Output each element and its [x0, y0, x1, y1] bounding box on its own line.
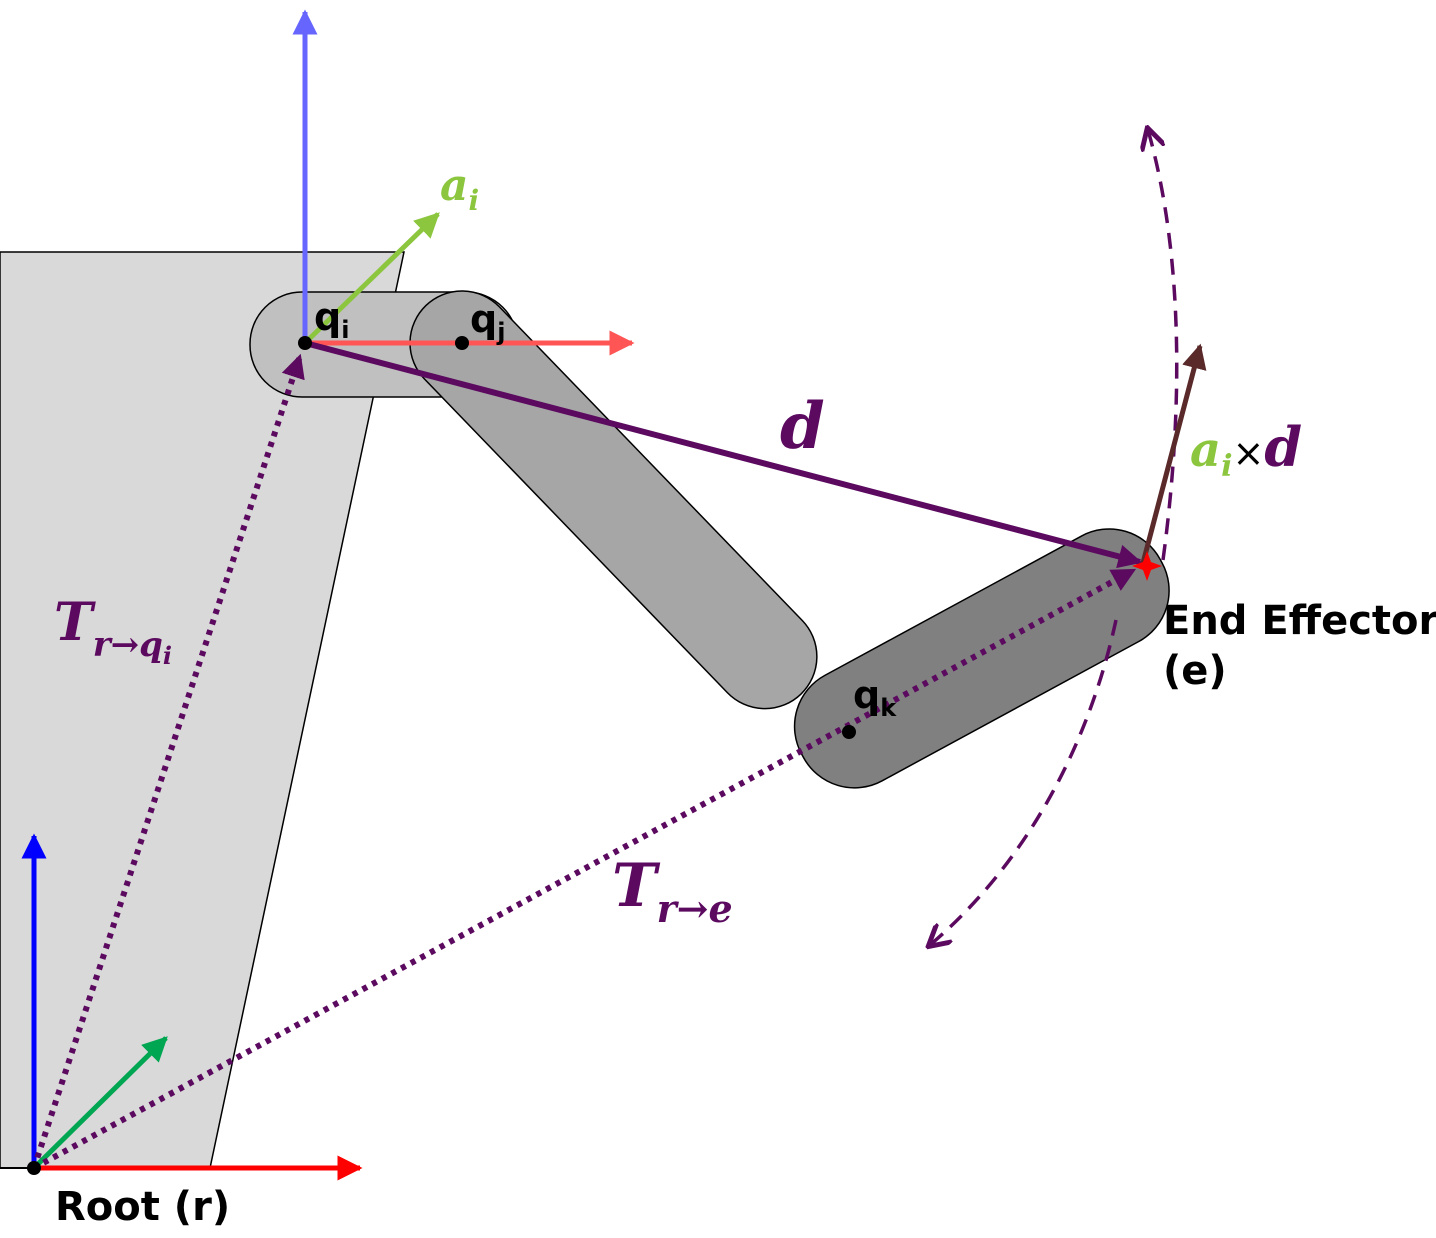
joint-j-label: qj: [470, 297, 505, 346]
root-label: Root (r): [55, 1184, 230, 1230]
d-label: d: [780, 389, 825, 464]
cross-product-arrow: [1140, 343, 1207, 564]
end-effector-label: End Effector: [1163, 598, 1436, 644]
rotation-arc-upper: [1148, 130, 1179, 561]
cross-product-label: ai×d: [1190, 415, 1302, 484]
axis-a-label: ai: [440, 160, 479, 217]
t-root-to-joint-label: Tr→qi: [54, 592, 172, 670]
link-3: [793, 528, 1170, 789]
joint-k-label: qk: [853, 673, 897, 722]
joint-i-dot: [298, 336, 312, 350]
joint-j-dot: [455, 336, 469, 350]
root-dot: [27, 1161, 41, 1175]
link-2: [409, 290, 818, 710]
rotation-axis-arrow: [303, 212, 440, 345]
joint-i-label: qi: [314, 295, 349, 344]
end-effector-star-icon: [1132, 551, 1162, 581]
root-z-axis: [32, 1036, 168, 1170]
end-effector-sub-label: (e): [1163, 648, 1227, 694]
d-vector: [304, 340, 1143, 569]
joint-k-dot: [842, 725, 856, 739]
rotation-arc-lower: [930, 619, 1118, 945]
t-root-to-end-label: Tr→e: [612, 851, 733, 931]
